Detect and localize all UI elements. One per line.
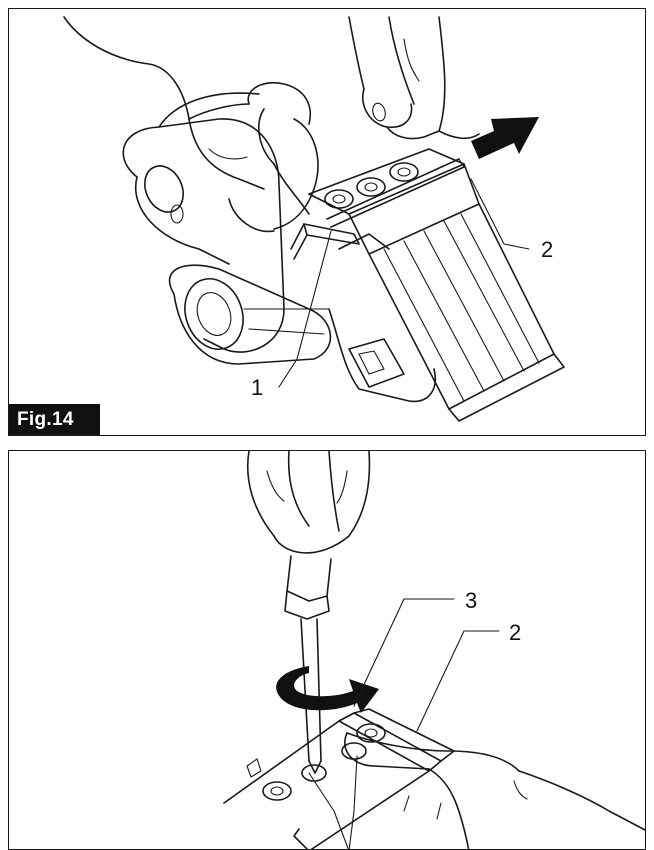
callout-2b: 2 — [509, 620, 521, 645]
illustration-fig14: 1 2 — [63, 16, 565, 422]
direction-arrow — [471, 117, 539, 159]
screwdriver — [284, 555, 332, 774]
hand-right — [348, 16, 480, 140]
hand-left — [63, 16, 319, 233]
hand-bottom — [344, 732, 645, 849]
figure-label: Fig.14 — [9, 404, 100, 435]
illustration-fig15: 3 2 — [223, 451, 645, 849]
callout-line-4b — [348, 755, 358, 849]
figure-panel-15: 3 2 — [8, 450, 646, 850]
callout-line-2 — [470, 178, 530, 250]
figure-panel-14: 1 2 Fig.14 — [8, 8, 646, 436]
callout-line-3 — [353, 598, 455, 707]
blade-holder — [308, 148, 565, 422]
callout-line-1 — [278, 230, 332, 388]
callout-3: 3 — [465, 588, 477, 613]
rotation-arrow — [276, 666, 379, 713]
callout-2: 2 — [541, 237, 553, 262]
hex-wrench — [290, 223, 360, 260]
planer-body — [122, 92, 436, 403]
blade — [326, 158, 465, 228]
callout-1: 1 — [251, 375, 263, 400]
callout-line-2b — [416, 630, 500, 732]
hand-top — [246, 451, 371, 554]
blade-assembly — [223, 708, 455, 849]
